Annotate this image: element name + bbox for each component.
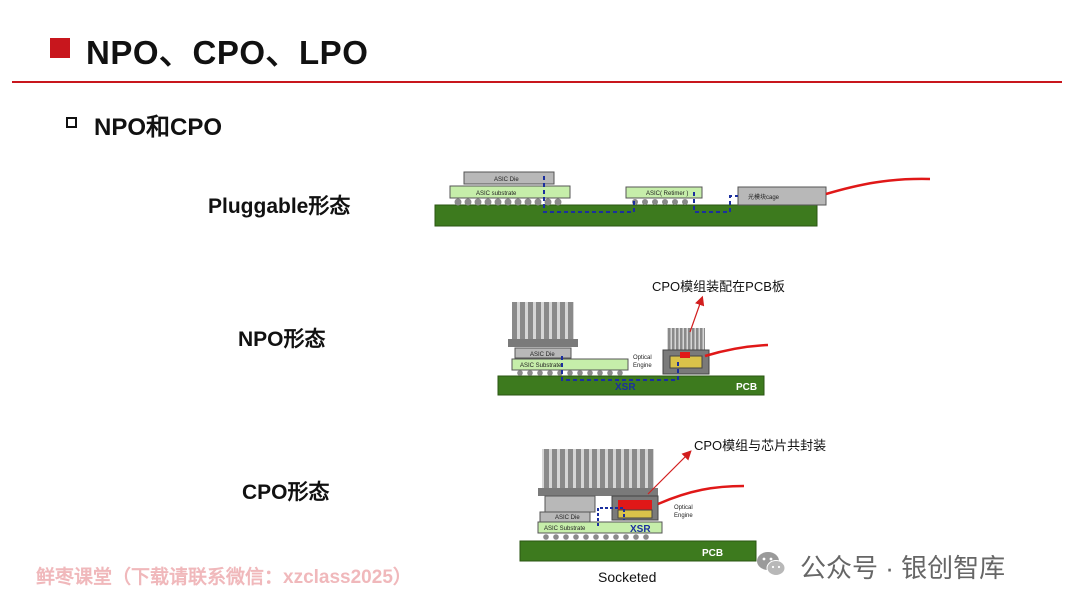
npo-asic-die [514,347,572,359]
npo-asic-die-text: ASIC Die [530,352,555,358]
cpo-label: CPO形态 [242,481,330,504]
cpo-socketed-label: Socketed [598,569,657,585]
npo-annotation-arrow [689,295,705,333]
watermark-right: 公众号 · 银创智库 [800,553,1006,583]
npo-solder-balls [517,370,623,376]
npo-xsr-text: XSR [615,382,636,393]
watermark-left: 鲜枣课堂（下载请联系微信：xzclass2025） [36,567,412,588]
cpo-asic-block [544,495,596,513]
npo-pcb-text: PCB [736,382,757,393]
cpo-asic-substrate-text: ASIC Substrate [544,526,586,532]
npo-annotation-text: CPO模组装配在PCB板 [652,279,785,294]
pluggable-cage-text: 光模块cage [748,193,780,201]
pluggable-fiber [825,177,931,196]
section-subtitle: NPO和CPO [94,114,223,141]
pluggable-solder-balls [454,198,688,206]
npo-optical-label-2: Engine [633,363,652,369]
cpo-heatsink-base [538,488,658,496]
cpo-optical-label-2: Engine [674,513,693,519]
cpo-signal-path [597,507,625,526]
pluggable-asic-substrate-text: ASIC substrate [476,191,517,197]
cpo-heatsink [542,449,654,489]
wechat-icon [757,552,786,576]
npo-signal-path [561,356,679,381]
cpo-annotation-arrow [647,450,692,495]
pluggable-pcb [434,204,818,227]
cpo-xsr-text: XSR [630,524,651,535]
pluggable-diagram: ASIC substrate ASIC Die ASIC( Retimer ) … [434,171,931,227]
cpo-oe-chip [617,509,653,519]
pluggable-asic-die-text: ASIC Die [494,177,519,183]
cpo-asic-substrate [537,521,663,534]
cpo-oe-laser [618,500,652,510]
npo-optical-label-1: Optical [633,355,652,361]
page-title: NPO、CPO、LPO [86,34,369,71]
cpo-solder-balls [543,534,649,540]
cpo-annotation-text: CPO模组与芯片共封装 [694,438,826,453]
cpo-pcb [519,540,757,562]
cpo-optical-label-1: Optical [674,505,693,511]
npo-heatsink-base [508,339,578,347]
npo-fiber [704,343,769,358]
npo-pcb [497,375,765,396]
cpo-diagram: PCB ASIC Die ASIC Substrate XSR Optical … [519,438,826,562]
title-marker [50,38,70,58]
pluggable-asic-substrate [449,185,571,199]
npo-label: NPO形态 [238,328,326,351]
npo-oe-heatsink [667,328,705,350]
pluggable-signal-path-2 [693,192,738,213]
npo-diagram: PCB ASIC Die ASIC Substrate Optical Engi… [497,279,785,396]
pluggable-signal-path-1 [543,176,635,213]
cpo-fiber [657,484,745,506]
pluggable-asic-die [463,171,555,185]
cpo-asic-die-text: ASIC Die [555,515,580,521]
pluggable-label: Pluggable形态 [208,195,351,218]
cpo-pcb-text: PCB [702,548,723,559]
npo-asic-substrate-text: ASIC Substrate [520,363,562,369]
pluggable-retimer [625,186,703,199]
npo-heatsink [512,302,574,340]
npo-oe-laser [680,352,690,358]
npo-asic-substrate [511,358,629,371]
pluggable-retimer-text: ASIC( Retimer ) [646,191,688,197]
title-divider [12,81,1062,83]
subtitle-marker [66,117,77,128]
